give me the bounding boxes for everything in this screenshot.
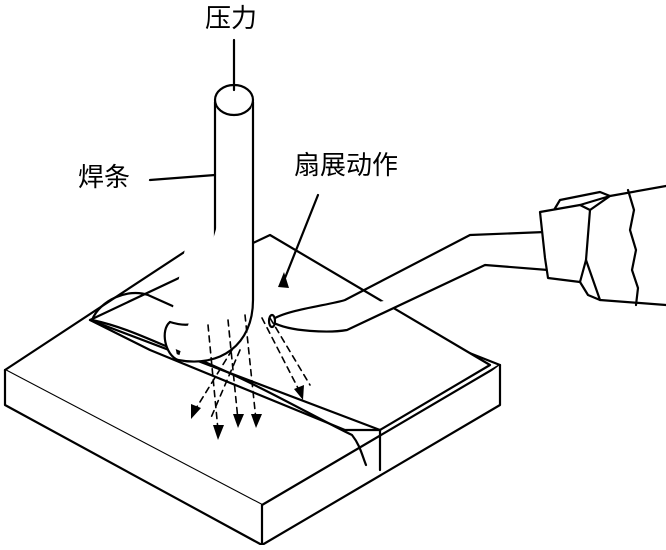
torch-handle [538, 184, 666, 307]
label-pressure: 压力 [205, 4, 258, 34]
fan-leader-arrowhead [278, 272, 289, 288]
rod-leader [148, 173, 217, 182]
torch-nozzle [267, 230, 550, 333]
flow-arrowheads [191, 385, 304, 440]
label-fan-motion: 扇展动作 [294, 151, 399, 181]
dashed-flow-lines [194, 314, 311, 431]
filler-rod [163, 83, 255, 363]
fan-leader [281, 193, 320, 285]
label-filler-rod: 焊条 [78, 163, 131, 193]
